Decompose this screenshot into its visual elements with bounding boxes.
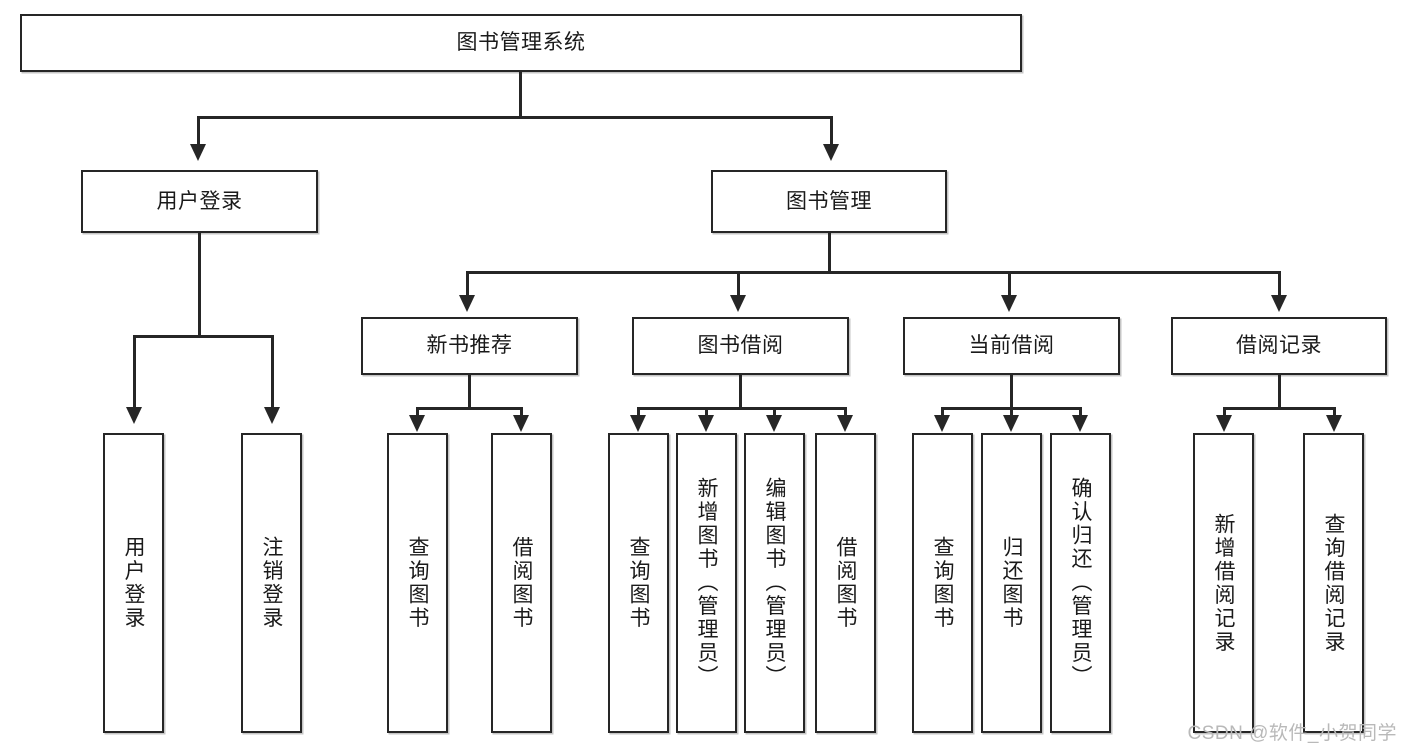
node-label: 新书推荐: [426, 334, 513, 358]
edge-user-login-bus: [133, 335, 273, 338]
edge-book-manage-stem: [828, 233, 831, 272]
edge-book-manage-to-c3: [1278, 271, 1281, 297]
node-label: 查询图书: [931, 536, 954, 630]
node-label: 借阅图书: [510, 536, 533, 630]
edge-user-login-to-leaf-1: [271, 335, 274, 409]
node-label: 查询图书: [406, 536, 429, 630]
edge-book-manage-to-c0: [466, 271, 469, 297]
edge-current-borrow-stem: [1010, 375, 1013, 409]
arrowhead-user-login-leaf-1: [264, 407, 280, 424]
edge-book-manage-to-c1: [737, 271, 740, 297]
edge-new-book-bus: [416, 407, 522, 410]
leaf-new-book-borrow[interactable]: 借阅图书: [491, 433, 552, 733]
edge-borrow-record-to-leaf-1: [1333, 407, 1336, 417]
arrowhead-root-to-user-login: [190, 144, 206, 161]
node-label: 注销登录: [260, 536, 283, 630]
arrowhead-borrow-record-leaf-1: [1326, 415, 1342, 432]
edge-current-borrow-to-leaf-0: [941, 407, 944, 417]
node-label: 查询图书: [627, 536, 650, 630]
node-label: 当前借阅: [968, 334, 1055, 358]
edge-book-borrow-bus: [637, 407, 846, 410]
edge-root-stem: [519, 72, 522, 116]
node-label: 借阅记录: [1236, 334, 1322, 358]
edge-new-book-to-leaf-0: [416, 407, 419, 417]
edge-root-to-book-manage: [830, 116, 833, 146]
arrowhead-current-borrow-leaf-1: [1003, 415, 1019, 432]
leaf-book-borrow-borrow[interactable]: 借阅图书: [815, 433, 876, 733]
edge-book-borrow-to-leaf-0: [637, 407, 640, 417]
leaf-current-borrow-query[interactable]: 查询图书: [912, 433, 973, 733]
arrowhead-book-manage-c2: [1001, 295, 1017, 312]
edge-book-borrow-to-leaf-2: [773, 407, 776, 417]
edge-book-manage-bus: [466, 271, 1280, 274]
node-label: 查询借阅记录: [1322, 512, 1345, 654]
leaf-book-borrow-edit[interactable]: 编辑图书（管理员）: [744, 433, 805, 733]
arrowhead-current-borrow-leaf-0: [934, 415, 950, 432]
node-book-borrow[interactable]: 图书借阅: [632, 317, 849, 375]
edge-borrow-record-stem: [1278, 375, 1281, 409]
leaf-borrow-record-query[interactable]: 查询借阅记录: [1303, 433, 1364, 733]
arrowhead-book-manage-c1: [730, 295, 746, 312]
node-label: 图书管理: [786, 189, 872, 213]
node-root-system[interactable]: 图书管理系统: [20, 14, 1022, 72]
node-current-borrow[interactable]: 当前借阅: [903, 317, 1120, 375]
edge-new-book-to-leaf-1: [520, 407, 523, 417]
arrowhead-book-borrow-leaf-3: [837, 415, 853, 432]
edge-current-borrow-to-leaf-1: [1010, 407, 1013, 417]
leaf-book-borrow-add[interactable]: 新增图书（管理员）: [676, 433, 737, 733]
node-label: 确认归还（管理员）: [1069, 477, 1092, 689]
arrowhead-book-manage-c3: [1271, 295, 1287, 312]
node-label: 图书管理系统: [456, 31, 586, 55]
node-label: 图书借阅: [697, 334, 784, 358]
edge-borrow-record-to-leaf-0: [1223, 407, 1226, 417]
arrowhead-root-to-book-manage: [823, 144, 839, 161]
watermark-text: CSDN @软件_小贺同学: [1187, 723, 1397, 744]
arrowhead-book-borrow-leaf-1: [698, 415, 714, 432]
leaf-new-book-query[interactable]: 查询图书: [387, 433, 448, 733]
edge-current-borrow-to-leaf-2: [1079, 407, 1082, 417]
arrowhead-new-book-leaf-0: [409, 415, 425, 432]
node-label: 新增图书（管理员）: [695, 477, 718, 689]
edge-new-book-stem: [468, 375, 471, 409]
edge-user-login-stem: [198, 233, 201, 335]
arrowhead-book-borrow-leaf-0: [630, 415, 646, 432]
leaf-user-login-logout[interactable]: 注销登录: [241, 433, 302, 733]
node-label: 借阅图书: [834, 536, 857, 630]
edge-user-login-to-leaf-0: [133, 335, 136, 409]
edge-book-manage-to-c2: [1008, 271, 1011, 297]
edge-book-borrow-to-leaf-1: [705, 407, 708, 417]
edge-root-bus: [197, 116, 833, 119]
arrowhead-new-book-leaf-1: [513, 415, 529, 432]
node-borrow-record[interactable]: 借阅记录: [1171, 317, 1387, 375]
edge-book-borrow-to-leaf-3: [844, 407, 847, 417]
arrowhead-book-manage-c0: [459, 295, 475, 312]
node-new-book-recommend[interactable]: 新书推荐: [361, 317, 578, 375]
arrowhead-borrow-record-leaf-0: [1216, 415, 1232, 432]
node-user-login[interactable]: 用户登录: [81, 170, 318, 233]
edge-borrow-record-bus: [1223, 407, 1335, 410]
leaf-current-borrow-return[interactable]: 归还图书: [981, 433, 1042, 733]
arrowhead-user-login-leaf-0: [126, 407, 142, 424]
node-label: 用户登录: [122, 536, 145, 630]
leaf-book-borrow-query[interactable]: 查询图书: [608, 433, 669, 733]
edge-book-borrow-stem: [739, 375, 742, 409]
node-label: 编辑图书（管理员）: [763, 477, 786, 689]
arrowhead-book-borrow-leaf-2: [766, 415, 782, 432]
node-label: 新增借阅记录: [1212, 512, 1235, 654]
leaf-current-borrow-confirm[interactable]: 确认归还（管理员）: [1050, 433, 1111, 733]
leaf-user-login-login[interactable]: 用户登录: [103, 433, 164, 733]
node-book-manage[interactable]: 图书管理: [711, 170, 947, 233]
node-label: 用户登录: [156, 189, 243, 213]
arrowhead-current-borrow-leaf-2: [1072, 415, 1088, 432]
edge-root-to-user-login: [197, 116, 200, 146]
node-label: 归还图书: [1000, 536, 1023, 630]
leaf-borrow-record-add[interactable]: 新增借阅记录: [1193, 433, 1254, 733]
